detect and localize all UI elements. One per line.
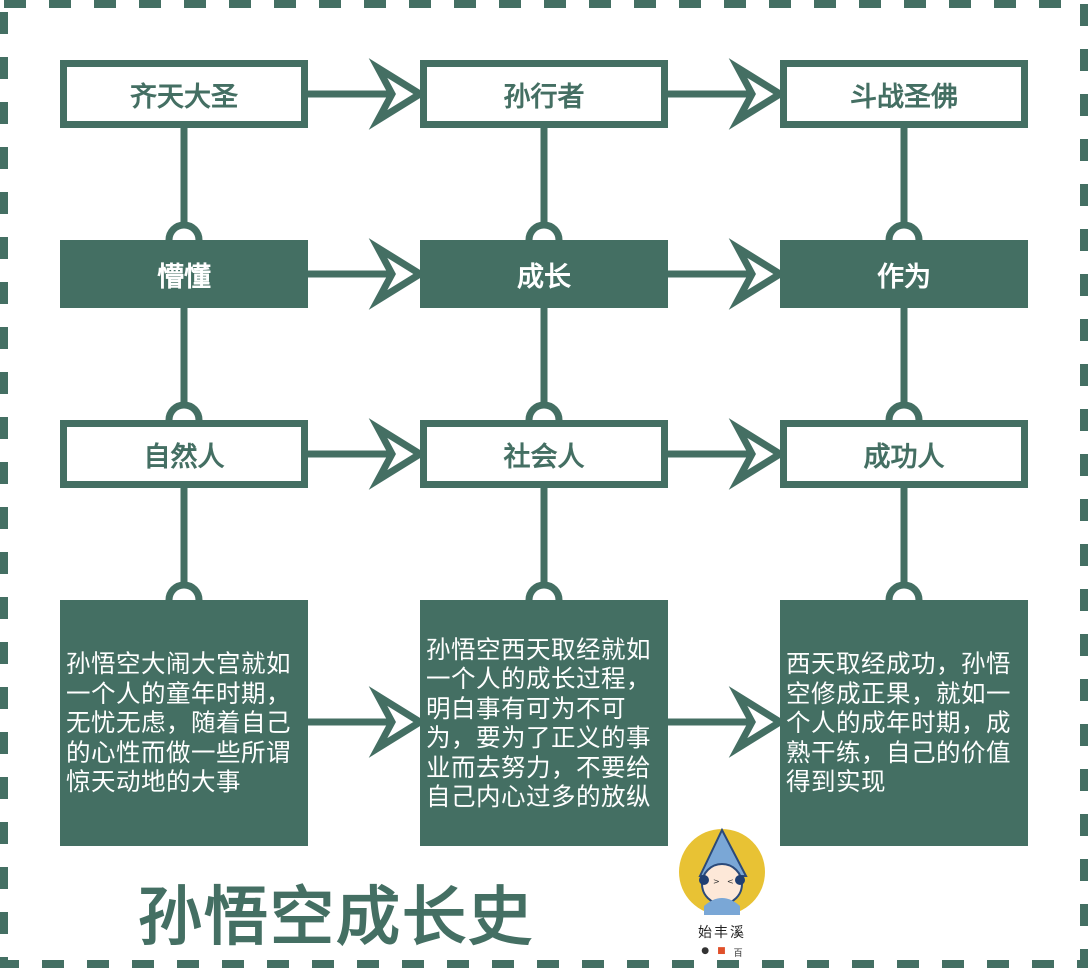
author-name: 始丰溪 — [698, 925, 746, 941]
description-text: 西天取经成功，孙悟空修成正果，就如一个人的成年时期，成熟干练，自己的价值得到实现 — [786, 649, 1011, 797]
media-icon: 百 — [733, 949, 743, 959]
hook-connector — [885, 581, 923, 601]
hook-connector — [885, 401, 923, 421]
author-logo: > < 始丰溪 ● ■ 百 — [676, 826, 768, 959]
arrow-head-icon — [368, 686, 427, 758]
node-r2-c0: 自然人 — [60, 420, 308, 488]
arrow-head-icon — [368, 58, 427, 130]
arrow-head-icon — [368, 238, 427, 310]
hook-connector — [525, 581, 563, 601]
arrows — [308, 58, 787, 758]
page-title: 孙悟空成长史 — [138, 881, 534, 955]
svg-text:>: > — [713, 877, 720, 886]
description-box: 西天取经成功，孙悟空修成正果，就如一个人的成年时期，成熟干练，自己的价值得到实现 — [780, 600, 1028, 846]
arrow-head-icon — [728, 238, 787, 310]
hook-connector — [525, 401, 563, 421]
toutiao-icon: ■ — [717, 946, 726, 956]
arrow-head-icon — [728, 418, 787, 490]
hook-connector — [525, 221, 563, 241]
node-r1-c0: 懵懂 — [60, 240, 308, 308]
node-r1-c2: 作为 — [780, 240, 1028, 308]
arrow-head-icon — [728, 686, 787, 758]
wechat-icon: ● — [701, 946, 710, 956]
arrow-head-icon — [728, 58, 787, 130]
hook-connector — [885, 221, 923, 241]
connectors — [165, 128, 923, 601]
svg-text:<: < — [727, 877, 734, 886]
node-r0-c0: 齐天大圣 — [60, 60, 308, 128]
hook-connector — [165, 221, 203, 241]
description-box: 孙悟空西天取经就如一个人的成长过程，明白事有可为不可为，要为了正义的事业而去努力… — [420, 600, 668, 846]
hook-connector — [165, 581, 203, 601]
node-r0-c2: 斗战圣佛 — [780, 60, 1028, 128]
arrow-head-icon — [368, 418, 427, 490]
node-r1-c1: 成长 — [420, 240, 668, 308]
node-r2-c2: 成功人 — [780, 420, 1028, 488]
avatar: > < — [679, 827, 765, 915]
description-box: 孙悟空大闹大宫就如一个人的童年时期，无忧无虑，随着自己的心性而做一些所谓惊天动地… — [60, 600, 308, 846]
description-text: 孙悟空西天取经就如一个人的成长过程，明白事有可为不可为，要为了正义的事业而去努力… — [426, 634, 651, 812]
hook-connector — [165, 401, 203, 421]
description-text: 孙悟空大闹大宫就如一个人的童年时期，无忧无虑，随着自己的心性而做一些所谓惊天动地… — [66, 649, 291, 797]
node-r2-c1: 社会人 — [420, 420, 668, 488]
node-r0-c1: 孙行者 — [420, 60, 668, 128]
